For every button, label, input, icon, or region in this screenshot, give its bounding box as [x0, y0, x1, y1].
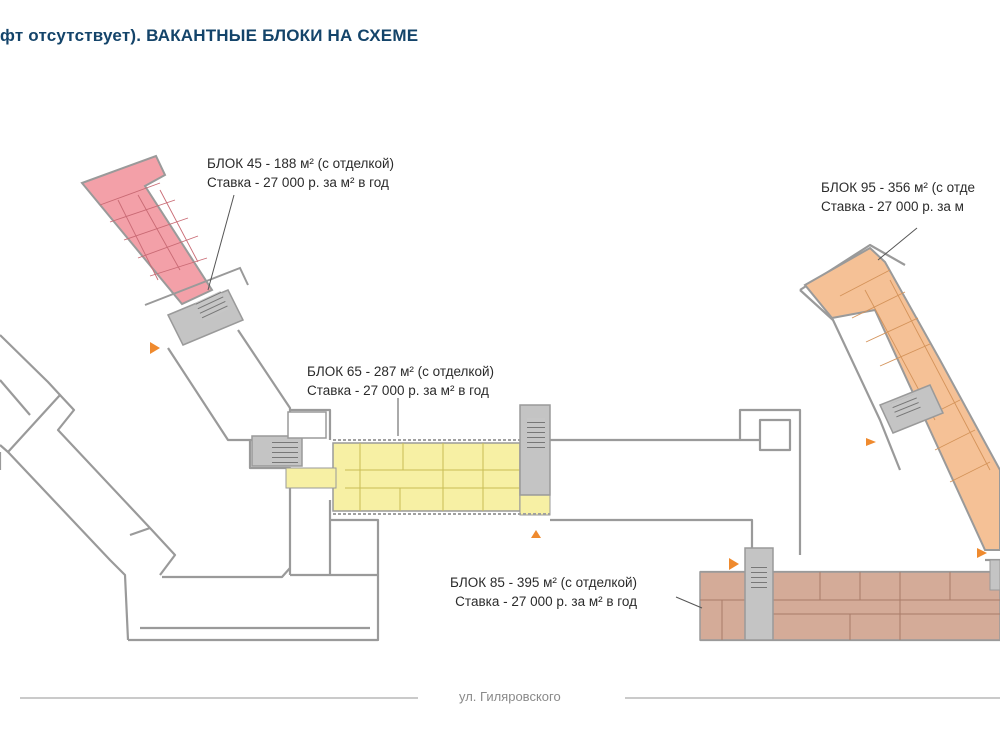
- left-stairwell: [251, 411, 327, 467]
- leader-line-95: [877, 227, 918, 261]
- page-title: фт отсутствует). ВАКАНТНЫЕ БЛОКИ НА СХЕМ…: [0, 26, 419, 45]
- block-65-label: БЛОК 65 - 287 м² (с отделкой) Ставка - 2…: [307, 362, 494, 400]
- block-85-rate: Ставка - 27 000 р. за м² в год: [455, 594, 638, 609]
- leader-line-45: [207, 194, 235, 291]
- block-85-label: БЛОК 85 - 395 м² (с отделкой) Ставка - 2…: [450, 573, 637, 611]
- entrance-arrow-icon: [150, 342, 160, 354]
- block-65-name: БЛОК 65 - 287 м² (с отделкой): [307, 364, 495, 379]
- leader-line-85: [675, 596, 703, 609]
- block-95-rate: Ставка - 27 000 р. за м: [821, 199, 964, 214]
- block-65-rate: Ставка - 27 000 р. за м² в год: [307, 383, 489, 398]
- entrance-arrow-icon: [866, 438, 876, 446]
- block-85-stairwell: [744, 547, 1000, 641]
- block-65-area[interactable]: [285, 439, 551, 516]
- entrance-arrow-icon: [977, 548, 987, 558]
- block-95-label: БЛОК 95 - 356 м² (с отде Ставка - 27 000…: [821, 178, 975, 216]
- street-name: ул. Гиляровского: [459, 689, 561, 704]
- block-45-rate: Ставка - 27 000 р. за м² в год: [207, 175, 389, 190]
- block-45-stairwell: [144, 266, 249, 346]
- block-45-area[interactable]: [80, 154, 214, 306]
- block-95-stairwell: [878, 384, 945, 434]
- entrance-markers: [150, 342, 987, 570]
- block-45-label: БЛОК 45 - 188 м² (с отделкой) Ставка - 2…: [207, 154, 394, 192]
- block-85-area[interactable]: [699, 571, 1000, 641]
- block-95-name: БЛОК 95 - 356 м² (с отде: [821, 180, 975, 195]
- entrance-arrow-icon: [729, 558, 739, 570]
- block-45-name: БЛОК 45 - 188 м² (с отделкой): [207, 156, 395, 171]
- leader-lines: [207, 194, 918, 609]
- block-85-name: БЛОК 85 - 395 м² (с отделкой): [450, 575, 638, 590]
- entrance-arrow-icon: [531, 530, 541, 538]
- center-stair-tower: [519, 404, 551, 496]
